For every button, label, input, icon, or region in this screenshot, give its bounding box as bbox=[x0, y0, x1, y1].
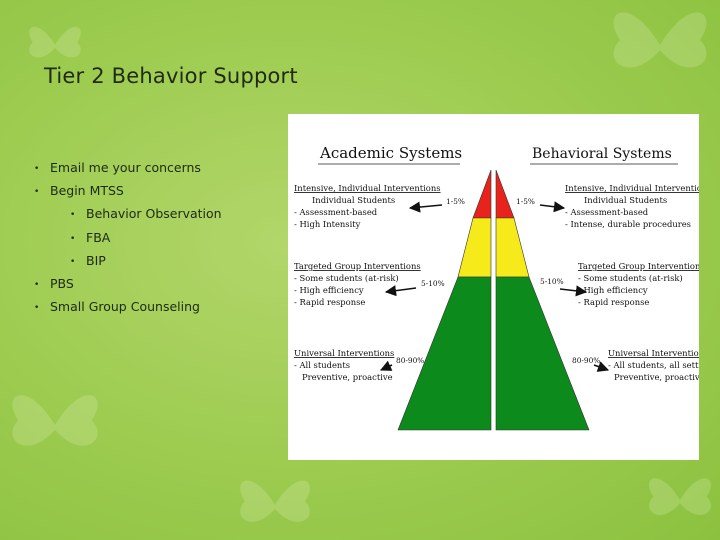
right-tier3-arrow bbox=[539, 201, 566, 213]
right-tier1-percent: 80-90% bbox=[572, 356, 600, 365]
sub-bullet-item: • BIP bbox=[70, 253, 106, 268]
bullet-text: FBA bbox=[86, 230, 111, 245]
bullet-glyph: • bbox=[34, 280, 40, 290]
sub-bullet-item: • FBA bbox=[70, 230, 110, 245]
right-tier2-line: - High efficiency bbox=[578, 285, 648, 295]
right-tier3-red bbox=[495, 169, 515, 219]
bullet-item: • PBS bbox=[34, 276, 74, 291]
left-tier1-title: Universal Interventions bbox=[294, 348, 394, 358]
right-tier3-line: - Intense, durable procedures bbox=[565, 219, 691, 229]
bullet-item: • Begin MTSS bbox=[34, 183, 124, 198]
right-tier3-line: Individual Students bbox=[584, 195, 667, 205]
butterfly-icon bbox=[29, 26, 81, 58]
left-tier2-line: - Some students (at-risk) bbox=[294, 273, 399, 283]
left-heading: Academic Systems bbox=[319, 144, 462, 162]
bullet-text: Begin MTSS bbox=[50, 183, 124, 198]
left-tier3-line: Individual Students bbox=[312, 195, 395, 205]
bullet-glyph: • bbox=[34, 164, 40, 174]
butterfly-icon bbox=[649, 478, 711, 516]
bullet-text: BIP bbox=[86, 253, 106, 268]
right-tier2-line: - Some students (at-risk) bbox=[578, 273, 683, 283]
left-tier2-title: Targeted Group Interventions bbox=[294, 261, 421, 271]
left-tier3-arrow bbox=[408, 201, 443, 213]
left-tier2-arrow bbox=[384, 285, 417, 297]
right-tier1-arrow bbox=[593, 361, 610, 372]
bullet-glyph: • bbox=[70, 210, 76, 220]
left-tier1-green bbox=[397, 276, 492, 431]
butterfly-icon bbox=[613, 12, 707, 68]
left-tier1-percent: 80-90% bbox=[396, 356, 424, 365]
slide-title: Tier 2 Behavior Support bbox=[44, 64, 298, 88]
left-tier2-percent: 5-10% bbox=[421, 279, 445, 288]
bullet-glyph: • bbox=[34, 303, 40, 313]
right-tier3-line: - Assessment-based bbox=[565, 207, 649, 217]
right-heading: Behavioral Systems bbox=[532, 146, 672, 162]
pyramid-diagram: Academic Systems Behavioral Systems Inte… bbox=[294, 144, 699, 431]
bullet-glyph: • bbox=[34, 187, 40, 197]
right-tier2-line: - Rapid response bbox=[578, 297, 649, 307]
left-tier3-percent: 1-5% bbox=[446, 197, 465, 206]
right-tier2-yellow bbox=[495, 217, 530, 278]
left-tier3-title: Intensive, Individual Interventions bbox=[294, 183, 441, 193]
bullet-text: Email me your concerns bbox=[50, 160, 201, 175]
sub-bullet-item: • Behavior Observation bbox=[70, 206, 222, 221]
butterfly-icon bbox=[12, 395, 98, 446]
left-tier1-line: - All students bbox=[294, 360, 350, 370]
right-tier1-line: Preventive, proactive bbox=[614, 372, 699, 382]
right-tier3-percent: 1-5% bbox=[516, 197, 535, 206]
bullet-item: • Email me your concerns bbox=[34, 160, 201, 175]
bullet-text: PBS bbox=[50, 276, 74, 291]
left-tier3-line: - High Intensity bbox=[294, 219, 361, 229]
bullet-glyph: • bbox=[70, 234, 76, 244]
bullet-text: Small Group Counseling bbox=[50, 299, 200, 314]
bullet-text: Behavior Observation bbox=[86, 206, 222, 221]
right-tier1-line: - All students, all settings bbox=[608, 360, 699, 370]
left-tier2-yellow bbox=[457, 217, 492, 278]
left-tier1-arrow bbox=[379, 360, 393, 371]
left-tier1-line: Preventive, proactive bbox=[302, 372, 393, 382]
left-tier2-line: - Rapid response bbox=[294, 297, 365, 307]
right-tier3-title: Intensive, Individual Interventions bbox=[565, 183, 699, 193]
right-tier1-title: Universal Interventions bbox=[608, 348, 699, 358]
right-tier2-arrow bbox=[559, 285, 588, 297]
rti-pyramid-figure: Academic Systems Behavioral Systems Inte… bbox=[288, 114, 699, 460]
right-tier2-percent: 5-10% bbox=[540, 277, 564, 286]
right-tier2-title: Targeted Group Interventions bbox=[578, 261, 699, 271]
bullet-item: • Small Group Counseling bbox=[34, 299, 200, 314]
right-tier1-green bbox=[495, 276, 590, 431]
left-tier3-line: - Assessment-based bbox=[294, 207, 378, 217]
left-tier2-line: - High efficiency bbox=[294, 285, 364, 295]
left-tier3-red bbox=[472, 169, 492, 219]
butterfly-icon bbox=[240, 480, 310, 522]
bullet-glyph: • bbox=[70, 257, 76, 267]
